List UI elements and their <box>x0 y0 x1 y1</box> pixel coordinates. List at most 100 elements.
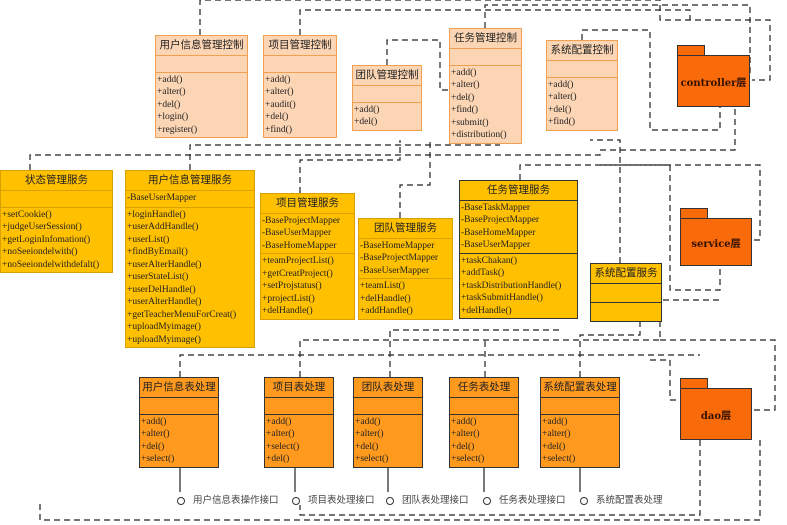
interface-team[interactable]: 团队表处理接口 <box>386 492 469 506</box>
class-title: 团队管理服务 <box>359 219 452 239</box>
methods: +add()+alter()+del()+select() <box>450 415 518 467</box>
class-project-dao[interactable]: 项目表处理+add()+alter()+select()+del() <box>264 377 334 468</box>
class-system-config-service[interactable]: 系统配置服务 <box>590 263 662 322</box>
interface-label: 项目表处理接口 <box>308 495 375 506</box>
class-title: 项目表处理 <box>265 378 333 398</box>
package-service[interactable]: service层 <box>680 208 752 266</box>
class-user-info-dao[interactable]: 用户信息表处理+add()+alter()+del()+select() <box>139 377 219 468</box>
class-title: 系统配置表处理 <box>541 378 619 398</box>
class-task-service[interactable]: 任务管理服务-BaseTaskMapper -BaseProjectMapper -… <box>459 180 578 319</box>
interface-label: 团队表处理接口 <box>402 495 469 506</box>
method: +del() <box>548 104 572 115</box>
method: +add() <box>451 416 477 427</box>
interface-project[interactable]: 项目表处理接口 <box>292 492 375 506</box>
interface-label: 任务表处理接口 <box>499 495 566 506</box>
method: +find() <box>265 124 292 135</box>
interface-lollipop-icon <box>292 496 300 505</box>
methods: +teamList() +delHandle() +addHandle() <box>359 279 452 319</box>
class-task-dao[interactable]: 任务表处理+add()+alter()+del()+select() <box>449 377 519 468</box>
method: +taskSubmitHandle() <box>461 293 543 303</box>
method: +judgeUserSession() <box>2 222 82 232</box>
method: +teamProjectList() <box>262 256 334 266</box>
attributes <box>354 398 422 415</box>
interface-user-info[interactable]: 用户信息表操作接口 <box>177 492 279 506</box>
method: +addTask() <box>461 268 505 278</box>
method: +loginHandle() <box>127 209 186 220</box>
interface-lollipop-icon <box>177 496 185 505</box>
method: +alter() <box>266 429 295 439</box>
interface-lollipop-icon <box>580 496 588 505</box>
method: +add() <box>548 79 574 90</box>
method: +add() <box>354 104 380 115</box>
attribute: -BaseProjectMapper <box>461 215 540 225</box>
class-state-service[interactable]: 状态管理服务+setCookie()+judgeUserSession()+ge… <box>0 170 113 273</box>
attributes <box>265 398 333 415</box>
method: +add() <box>542 416 568 427</box>
attributes <box>591 284 661 303</box>
attribute: -BaseHomeMapper <box>461 227 536 238</box>
class-project-service[interactable]: 项目管理服务-BaseProjectMapper-BaseUserMapper-… <box>260 193 355 320</box>
method: +add() <box>451 67 477 78</box>
methods: +loginHandle()+userAddHandle()+userList(… <box>126 208 254 348</box>
method: +delHandle() <box>461 305 512 316</box>
method: +del() <box>451 92 475 103</box>
attribute: -BaseUserMapper <box>461 240 531 250</box>
attributes: -BaseUserMapper <box>126 191 254 208</box>
method: +del() <box>542 441 566 452</box>
methods: +add()+alter()+del()+select() <box>354 415 422 467</box>
class-team-service[interactable]: 团队管理服务-BaseHomeMapper-BaseProjectMapper-… <box>358 218 453 320</box>
class-system-config-dao[interactable]: 系统配置表处理 +add()+alter()+del()+select() <box>540 377 620 468</box>
method: +alter() <box>265 87 294 97</box>
attributes: -BaseHomeMapper-BaseProjectMapper-BaseUs… <box>359 239 452 279</box>
interface-label: 用户信息表操作接口 <box>193 495 279 506</box>
class-task-controller[interactable]: 任务管理控制+add()+alter()+del()+find()+submit… <box>449 28 522 144</box>
method: +delHandle() <box>360 293 411 304</box>
attribute: -BaseProjectMapper <box>360 253 439 263</box>
package-controller[interactable]: controller层 <box>677 45 750 107</box>
attributes <box>156 56 247 73</box>
method: +alter() <box>451 429 480 439</box>
attributes <box>547 61 617 78</box>
class-title: 任务管理服务 <box>460 181 577 201</box>
methods: +add()+alter()+del()+select() <box>541 415 619 467</box>
method: +projectList() <box>262 293 315 304</box>
attributes <box>140 398 218 415</box>
method: +userAlterHandle() <box>127 259 202 270</box>
method: +userStateList() <box>127 272 189 282</box>
class-title: 系统配置控制 <box>547 41 617 61</box>
class-user-info-service[interactable]: 用户信息管理服务-BaseUserMapper+loginHandle()+us… <box>125 170 255 348</box>
class-title: 系统配置服务 <box>591 264 661 284</box>
interface-system-config[interactable]: 系统配置表处理 <box>580 492 663 506</box>
methods: +add()+alter()+del()+find() <box>547 78 617 130</box>
class-title: 团队管理控制 <box>353 66 421 86</box>
class-project-controller[interactable]: 项目管理控制+add()+alter()+audit()+del()+find(… <box>263 35 337 138</box>
attributes <box>264 56 336 73</box>
method: +add() <box>265 74 291 85</box>
methods: +add()+alter()+del()+select() <box>140 415 218 467</box>
method: +register() <box>157 124 198 135</box>
method: +alter() <box>451 80 480 90</box>
class-title: 用户信息管理控制 <box>156 36 247 56</box>
attribute: -BaseTaskMapper <box>461 202 530 213</box>
method: +audit() <box>265 99 296 110</box>
interface-task[interactable]: 任务表处理接口 <box>483 492 566 506</box>
class-user-info-controller[interactable]: 用户信息管理控制+add()+alter()+del()+login()+reg… <box>155 35 248 138</box>
interface-lollipop-icon <box>386 496 394 505</box>
methods <box>591 303 661 321</box>
method: +getLoginInfomation() <box>2 234 91 245</box>
method: +addHandle() <box>360 306 413 316</box>
class-team-controller[interactable]: 团队管理控制+add()+del() <box>352 65 422 131</box>
methods: +taskChakan()+addTask()+taskDistribution… <box>460 254 577 319</box>
package-label: service层 <box>680 218 752 266</box>
package-dao[interactable]: dao层 <box>680 378 752 440</box>
method: +teamList() <box>360 281 405 291</box>
class-system-config-controller[interactable]: 系统配置控制 +add()+alter()+del()+find() <box>546 40 618 131</box>
method: +uploadMyimage() <box>127 334 201 345</box>
package-label: dao层 <box>680 388 752 440</box>
attribute: -BaseUserMapper <box>127 192 197 203</box>
class-team-dao[interactable]: 团队表处理+add()+alter()+del()+select() <box>353 377 423 468</box>
method: +userAddHandle() <box>127 222 199 232</box>
method: +select() <box>451 454 485 464</box>
method: +del() <box>265 112 289 122</box>
